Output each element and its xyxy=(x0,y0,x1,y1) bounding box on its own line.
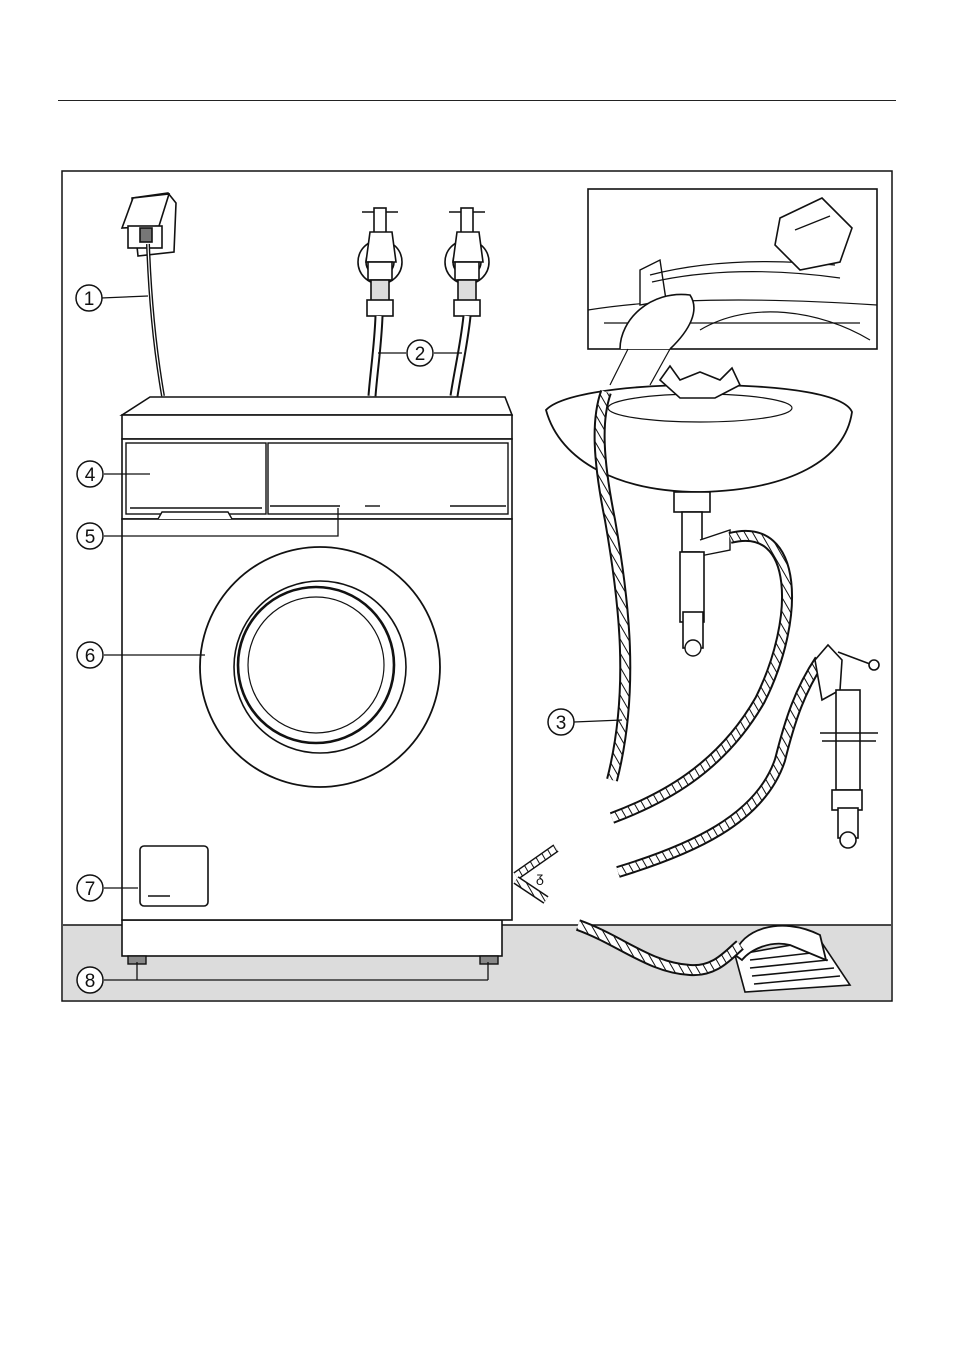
callout-5: 5 xyxy=(77,523,103,549)
callout-4-label: 4 xyxy=(85,465,96,486)
callout-1: 1 xyxy=(76,285,102,311)
callout-6-label: 6 xyxy=(85,646,96,667)
callout-1-label: 1 xyxy=(84,289,95,310)
door xyxy=(200,547,440,787)
callout-2-label: 2 xyxy=(415,344,426,365)
service-flap xyxy=(140,846,208,906)
callout-6: 6 xyxy=(77,642,103,668)
callout-7: 7 xyxy=(77,875,103,901)
callout-8-label: 8 xyxy=(85,971,96,992)
callout-8: 8 xyxy=(77,967,103,993)
detergent-drawer xyxy=(126,443,266,519)
callout-3: 3 xyxy=(548,709,574,735)
svg-text:ᵹ: ᵹ xyxy=(536,869,544,885)
callout-5-label: 5 xyxy=(85,527,96,548)
callout-7-label: 7 xyxy=(85,879,96,900)
callout-3-label: 3 xyxy=(556,713,567,734)
callout-2: 2 xyxy=(407,340,433,366)
callout-4: 4 xyxy=(77,461,103,487)
